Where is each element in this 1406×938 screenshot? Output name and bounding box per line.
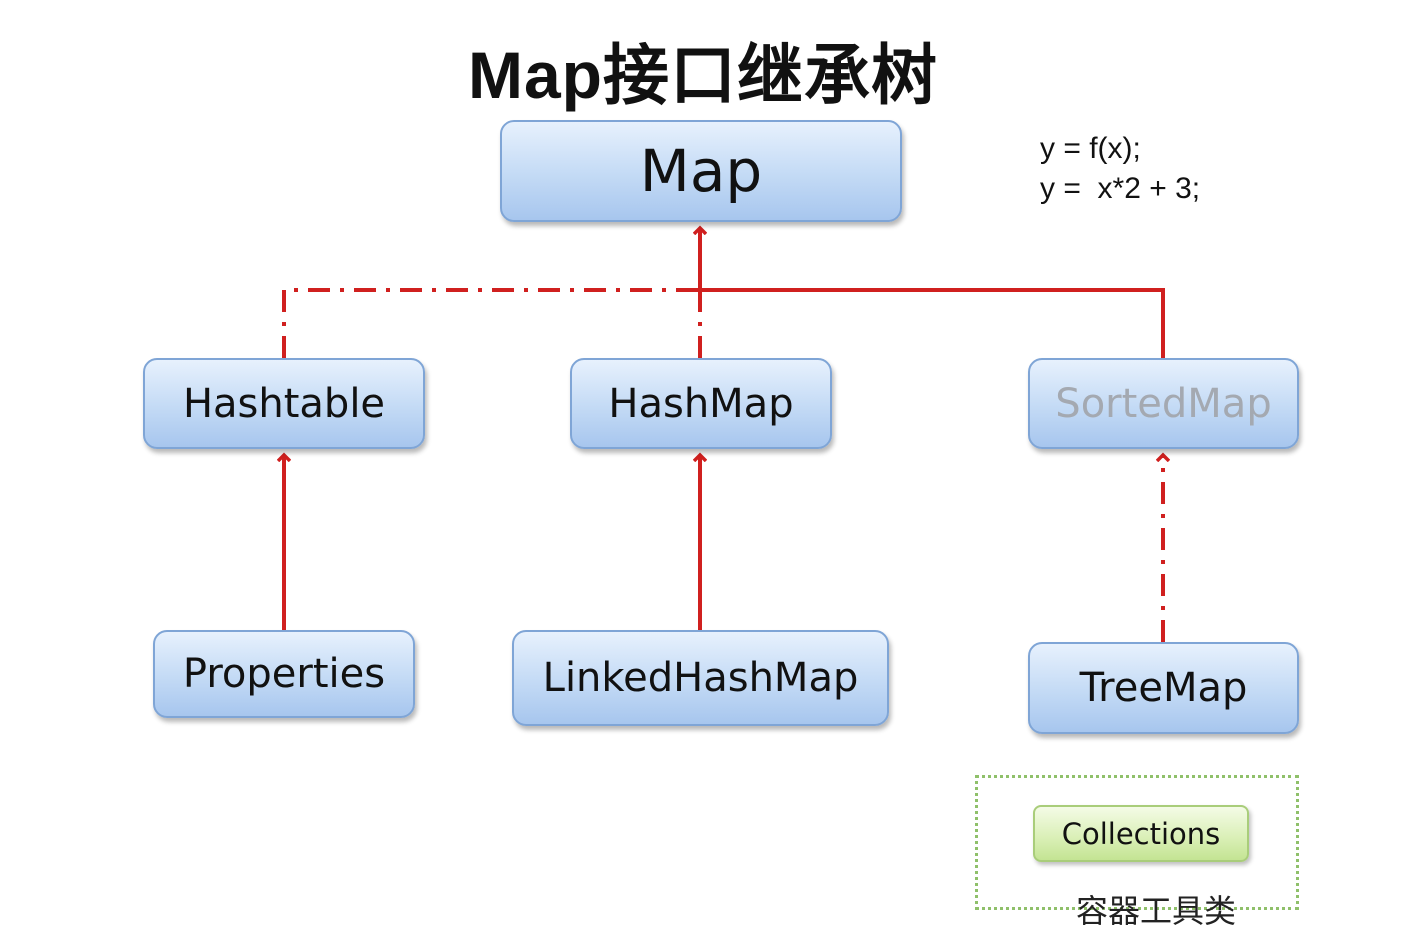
node-collections-label: Collections bbox=[1061, 816, 1221, 851]
node-hashtable: Hashtable bbox=[143, 358, 425, 449]
diagram-title: Map接口继承树 bbox=[468, 38, 938, 112]
node-linkedhashmap: LinkedHashMap bbox=[512, 630, 889, 726]
node-hashmap: HashMap bbox=[570, 358, 832, 449]
formula-line-2: y = x*2 + 3; bbox=[1040, 172, 1201, 205]
node-map: Map bbox=[500, 120, 902, 222]
node-map-label: Map bbox=[639, 137, 763, 205]
node-sortedmap: SortedMap bbox=[1028, 358, 1299, 449]
node-properties-label: Properties bbox=[182, 651, 386, 697]
edge-hashtable-to-map bbox=[282, 288, 700, 358]
node-collections: Collections bbox=[1033, 805, 1249, 862]
node-properties: Properties bbox=[153, 630, 415, 718]
node-sortedmap-label: SortedMap bbox=[1055, 380, 1272, 427]
node-hashmap-label: HashMap bbox=[608, 380, 794, 427]
utility-caption: 容器工具类 bbox=[1076, 892, 1237, 930]
edge-sortedmap-to-map bbox=[700, 288, 1165, 358]
node-linkedhashmap-label: LinkedHashMap bbox=[542, 655, 859, 701]
node-hashtable-label: Hashtable bbox=[182, 380, 386, 427]
node-treemap-label: TreeMap bbox=[1079, 665, 1248, 711]
utility-frame bbox=[975, 775, 1299, 910]
formula-line-1: y = f(x); bbox=[1040, 132, 1141, 165]
node-treemap: TreeMap bbox=[1028, 642, 1299, 734]
